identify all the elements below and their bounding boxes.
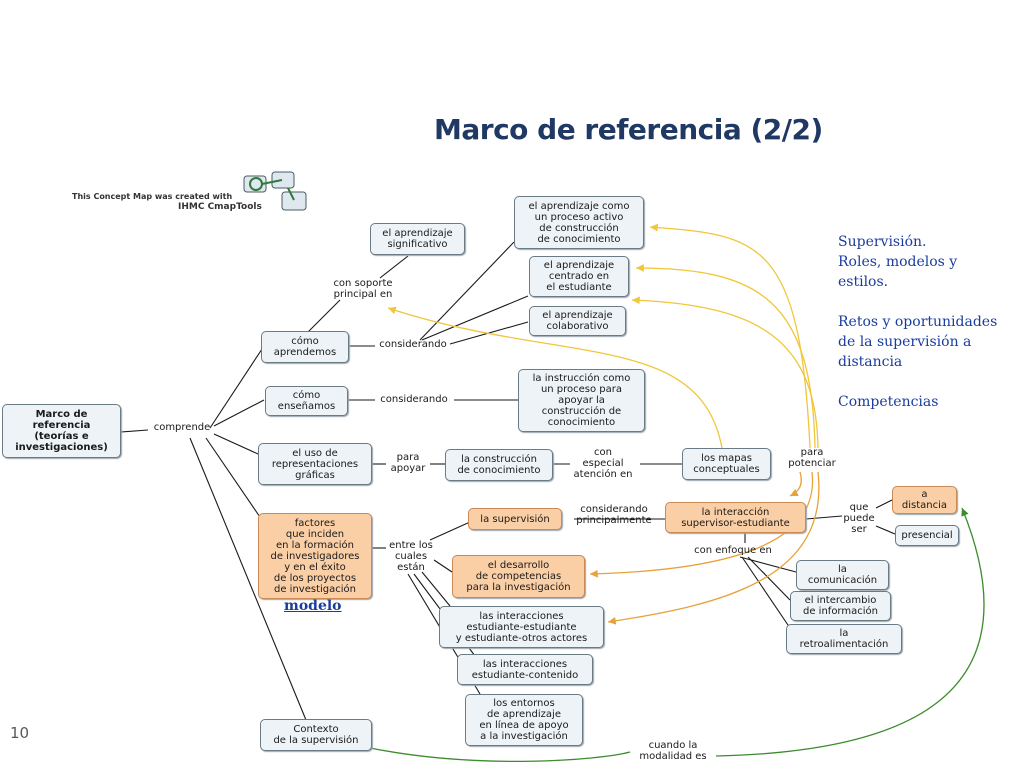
concept-node-interaccion-sup[interactable]: la interacción supervisor-estudiante <box>665 502 806 533</box>
concept-node-presencial[interactable]: presencial <box>895 525 959 546</box>
concept-node-significativo[interactable]: el aprendizaje significativo <box>370 223 465 255</box>
concept-node-instruccion[interactable]: la instrucción como un proceso para apoy… <box>518 369 645 432</box>
side-note-line: Roles, modelos y <box>838 254 958 270</box>
concept-node-colaborativo[interactable]: el aprendizaje colaborativo <box>529 306 626 336</box>
concept-node-interacciones-ec[interactable]: las interacciones estudiante-contenido <box>457 654 593 685</box>
link-label-entre-los: entre los cuales están <box>389 540 433 573</box>
concept-node-centrado[interactable]: el aprendizaje centrado en el estudiante <box>529 256 629 297</box>
page-number: 10 <box>10 724 30 742</box>
concept-node-mapas[interactable]: los mapas conceptuales <box>682 448 771 480</box>
concept-node-retroalimentacion[interactable]: la retroalimentación <box>786 624 902 654</box>
logo-line-2: IHMC CmapTools <box>178 202 262 212</box>
side-note-line: de la supervisión a <box>838 334 972 350</box>
concept-node-intercambio[interactable]: el intercambio de información <box>790 591 891 621</box>
cmaptools-logo: This Concept Map was created with IHMC C… <box>70 170 310 214</box>
link-label-considerando-1: considerando <box>379 339 447 350</box>
link-label-con-soporte: con soporte principal en <box>333 278 393 300</box>
concept-node-factores[interactable]: factores que inciden en la formación de … <box>258 513 372 599</box>
side-note-line: Competencias <box>838 394 939 410</box>
link-label-para-potenciar: para potenciar <box>788 447 836 469</box>
side-notes: Supervisión. Roles, modelos y estilos. R… <box>838 232 997 412</box>
concept-node-a-distancia[interactable]: a distancia <box>892 486 957 514</box>
side-note-line: Retos y oportunidades <box>838 314 998 330</box>
concept-node-marco[interactable]: Marco de referencia (teorías e investiga… <box>2 404 121 458</box>
concept-node-construccion[interactable]: la construcción de conocimiento <box>445 449 553 481</box>
link-label-que-puede: que puede ser <box>843 502 875 535</box>
concept-node-uso-representaciones[interactable]: el uso de representaciones gráficas <box>258 443 372 485</box>
side-note-line: Supervisión. <box>838 234 927 250</box>
concept-node-interacciones-ee[interactable]: las interacciones estudiante-estudiante … <box>439 606 604 648</box>
side-note-line: estilos. <box>838 274 889 290</box>
cmap-logo-icon <box>243 171 307 211</box>
concept-node-entornos[interactable]: los entornos de aprendizaje en línea de … <box>465 694 583 746</box>
link-label-cuando: cuando la modalidad es <box>639 740 707 762</box>
link-label-comprende: comprende <box>153 422 211 433</box>
concept-node-como-aprendemos[interactable]: cómo aprendemos <box>261 331 349 363</box>
link-label-con-enfoque: con enfoque en <box>694 545 772 556</box>
logo-line-1: This Concept Map was created with <box>72 192 233 201</box>
side-note-line: distancia <box>838 354 903 370</box>
link-label-considerando-2: considerando <box>380 394 448 405</box>
link-label-para-apoyar: para apoyar <box>390 452 426 474</box>
concept-node-contexto[interactable]: Contexto de la supervisión <box>260 719 372 751</box>
modelo-link[interactable]: modelo <box>284 598 342 614</box>
concept-node-comunicacion[interactable]: la comunicación <box>796 560 889 590</box>
concept-node-proceso-activo[interactable]: el aprendizaje como un proceso activo de… <box>514 196 644 249</box>
concept-node-competencias[interactable]: el desarrollo de competencias para la in… <box>452 555 585 598</box>
concept-node-como-ensenamos[interactable]: cómo enseñamos <box>265 386 348 416</box>
page-title: Marco de referencia (2/2) <box>434 113 823 146</box>
link-label-considerando-principalmente: considerando principalmente <box>576 504 652 526</box>
link-label-con-especial: con especial atención en <box>573 447 633 480</box>
concept-node-supervision[interactable]: la supervisión <box>468 508 562 530</box>
